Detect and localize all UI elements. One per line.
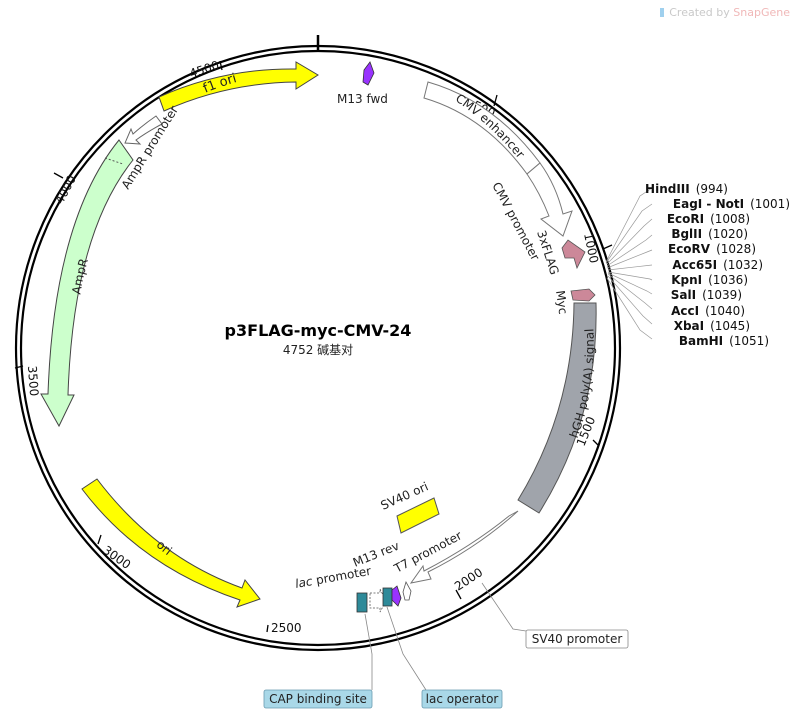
callout-sv40-promoter[interactable]: SV40 promoter <box>525 629 629 649</box>
feature-lac-operator[interactable] <box>382 587 393 607</box>
site-item[interactable]: EagI - NotI(1001) <box>673 197 790 211</box>
site-leader-lines <box>605 187 653 340</box>
svg-text:CAP binding site: CAP binding site <box>269 692 367 706</box>
feature-m13-rev[interactable] <box>391 585 402 607</box>
site-item[interactable]: KpnI(1036) <box>671 273 748 287</box>
feature-m13-fwd[interactable] <box>362 61 375 86</box>
site-item[interactable]: HindIII(994) <box>645 182 728 196</box>
plasmid-name: p3FLAG-myc-CMV-24 <box>225 321 412 340</box>
snapgene-logo-icon <box>660 8 665 17</box>
feature-cmv-promoter[interactable] <box>526 162 573 237</box>
callout-lac-operator[interactable]: lac operator <box>421 689 503 709</box>
callout-cap-binding-site[interactable]: CAP binding site <box>263 689 373 709</box>
site-item[interactable]: XbaI(1045) <box>674 319 750 333</box>
tick-3500: 3500 <box>25 365 41 396</box>
tick-2500: 2500 <box>271 621 302 635</box>
svg-text:lac operator: lac operator <box>426 692 499 706</box>
label-m13-fwd: M13 fwd <box>337 92 388 106</box>
feature-sv40-ori[interactable] <box>396 497 440 534</box>
site-item[interactable]: Acc65I(1032) <box>672 258 763 272</box>
tick-marks <box>14 60 613 633</box>
feature-cap-binding-site[interactable] <box>356 592 368 613</box>
label-lac-promoter: lac promoter <box>294 564 372 591</box>
backbone <box>14 35 622 652</box>
site-item[interactable]: BamHI(1051) <box>679 334 769 348</box>
tick-4000: 4000 <box>52 173 79 207</box>
plasmid-size: 4752 碱基对 <box>283 343 353 357</box>
feature-f1-ori[interactable] <box>158 61 319 112</box>
site-item[interactable]: SalI(1039) <box>671 288 742 302</box>
tick-2000: 2000 <box>452 565 485 593</box>
feature-myc[interactable] <box>570 288 596 302</box>
label-cmv-promoter: CMV promoter <box>489 180 542 263</box>
site-item[interactable]: BglII(1020) <box>671 227 748 241</box>
label-myc: Myc <box>553 289 570 315</box>
feature-hgh-polya-signal[interactable] <box>517 302 597 514</box>
snapgene-watermark: Created by SnapGene <box>660 6 790 19</box>
label-ampr-promoter: AmpR promoter <box>119 103 181 191</box>
callout-lines <box>364 582 527 691</box>
tick-1000: 1000 <box>581 232 601 265</box>
feature-ampr-promoter[interactable] <box>124 115 163 145</box>
site-item[interactable]: EcoRI(1008) <box>667 212 750 226</box>
feature-3xflag[interactable] <box>561 239 586 270</box>
feature-ori[interactable] <box>81 478 261 608</box>
site-item[interactable]: AccI(1040) <box>671 304 745 318</box>
feature-t7-promoter[interactable] <box>402 580 412 601</box>
feature-cmv-enhancer[interactable] <box>423 81 541 175</box>
svg-text:SV40 promoter: SV40 promoter <box>532 632 623 646</box>
feature-sv40-promoter[interactable] <box>409 510 519 584</box>
feature-lac-promoter[interactable] <box>369 588 387 613</box>
restriction-sites: HindIII(994) EagI - NotI(1001) EcoRI(100… <box>645 182 790 348</box>
site-item[interactable]: EcoRV(1028) <box>668 242 756 256</box>
feature-ampr[interactable] <box>40 139 134 428</box>
